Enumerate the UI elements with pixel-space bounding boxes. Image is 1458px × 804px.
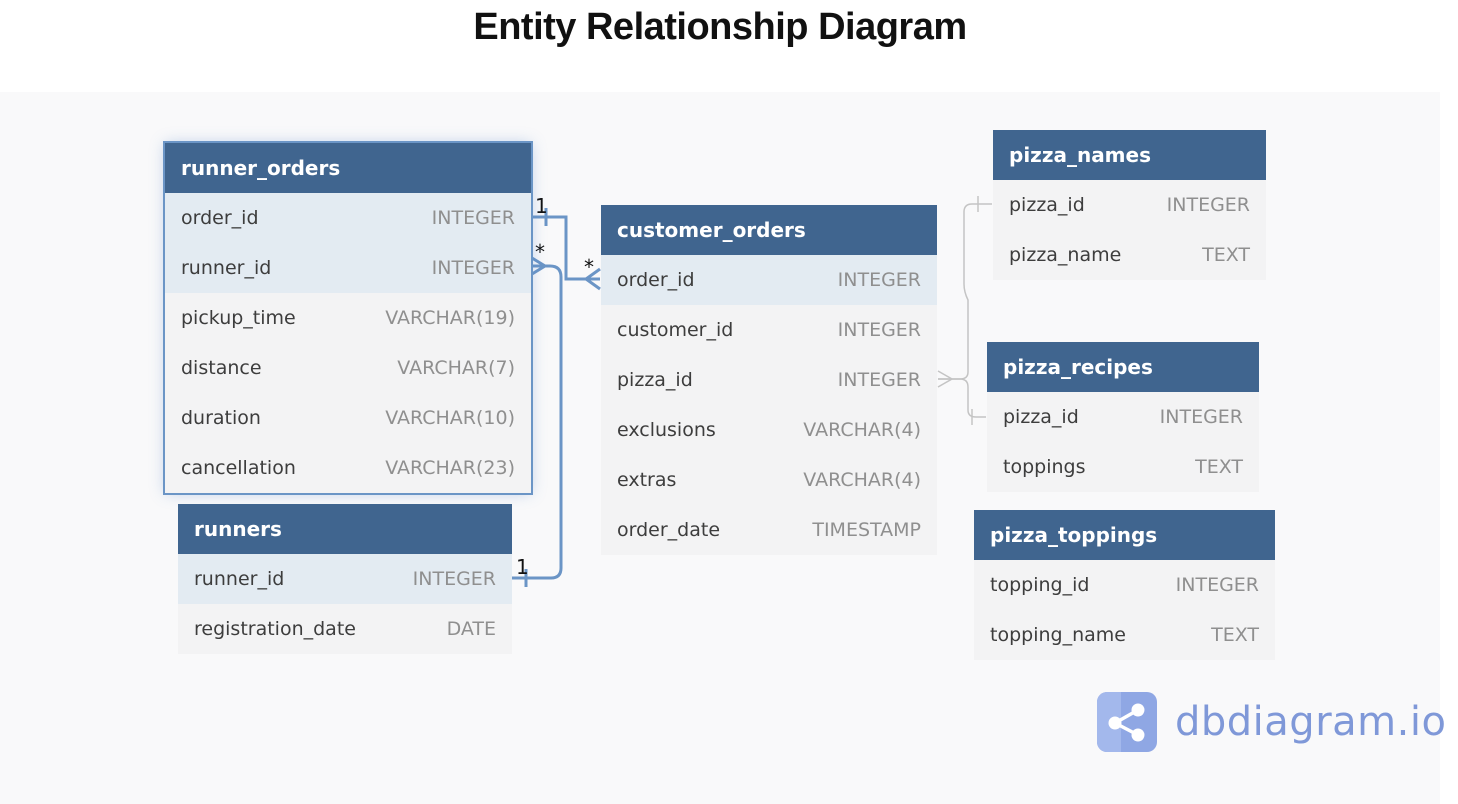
field-row-pizza-id[interactable]: pizza_id INTEGER bbox=[601, 355, 937, 405]
field-row-runner-id[interactable]: runner_id INTEGER bbox=[178, 554, 512, 604]
field-type: VARCHAR(19) bbox=[385, 307, 515, 329]
table-header[interactable]: pizza_recipes bbox=[987, 342, 1259, 392]
field-row-order-date[interactable]: order_date TIMESTAMP bbox=[601, 505, 937, 555]
field-name: exclusions bbox=[617, 419, 716, 441]
field-name: order_id bbox=[181, 207, 259, 229]
field-type: VARCHAR(10) bbox=[385, 407, 515, 429]
field-type: INTEGER bbox=[431, 207, 515, 229]
table-customer-orders[interactable]: customer_orders order_id INTEGER custome… bbox=[601, 205, 937, 555]
field-name: distance bbox=[181, 357, 262, 379]
field-name: toppings bbox=[1003, 456, 1086, 478]
field-row-duration[interactable]: duration VARCHAR(10) bbox=[165, 393, 531, 443]
field-row-exclusions[interactable]: exclusions VARCHAR(4) bbox=[601, 405, 937, 455]
table-header[interactable]: pizza_names bbox=[993, 130, 1266, 180]
field-type: INTEGER bbox=[837, 269, 921, 291]
field-type: INTEGER bbox=[837, 319, 921, 341]
logo-text: dbdiagram.io bbox=[1175, 699, 1447, 745]
field-row-pizza-id[interactable]: pizza_id INTEGER bbox=[993, 180, 1266, 230]
field-type: VARCHAR(23) bbox=[385, 457, 515, 479]
field-row-registration-date[interactable]: registration_date DATE bbox=[178, 604, 512, 654]
field-row-order-id[interactable]: order_id INTEGER bbox=[165, 193, 531, 243]
table-header[interactable]: customer_orders bbox=[601, 205, 937, 255]
cardinality-label: 1 bbox=[516, 555, 529, 579]
field-name: pizza_name bbox=[1009, 244, 1122, 266]
field-row-toppings[interactable]: toppings TEXT bbox=[987, 442, 1259, 492]
field-type: VARCHAR(4) bbox=[803, 469, 921, 491]
field-type: INTEGER bbox=[1159, 406, 1243, 428]
field-name: customer_id bbox=[617, 319, 734, 341]
field-name: registration_date bbox=[194, 618, 356, 640]
table-pizza-recipes[interactable]: pizza_recipes pizza_id INTEGER toppings … bbox=[987, 342, 1259, 492]
field-row-order-id[interactable]: order_id INTEGER bbox=[601, 255, 937, 305]
field-name: duration bbox=[181, 407, 261, 429]
field-row-runner-id[interactable]: runner_id INTEGER bbox=[165, 243, 531, 293]
field-row-customer-id[interactable]: customer_id INTEGER bbox=[601, 305, 937, 355]
field-type: INTEGER bbox=[837, 369, 921, 391]
dbdiagram-logo[interactable]: dbdiagram.io bbox=[1097, 692, 1446, 752]
field-row-pizza-name[interactable]: pizza_name TEXT bbox=[993, 230, 1266, 280]
table-pizza-toppings[interactable]: pizza_toppings topping_id INTEGER toppin… bbox=[974, 510, 1275, 660]
table-runner-orders[interactable]: runner_orders order_id INTEGER runner_id… bbox=[163, 141, 533, 495]
field-name: pizza_id bbox=[617, 369, 693, 391]
field-type: TIMESTAMP bbox=[812, 519, 921, 541]
cardinality-label: * bbox=[535, 240, 545, 264]
field-name: pizza_id bbox=[1003, 406, 1079, 428]
field-type: TEXT bbox=[1211, 624, 1259, 646]
page-title: Entity Relationship Diagram bbox=[473, 6, 967, 48]
field-type: VARCHAR(7) bbox=[397, 357, 515, 379]
field-name: cancellation bbox=[181, 457, 296, 479]
cardinality-label: * bbox=[584, 255, 594, 279]
field-row-extras[interactable]: extras VARCHAR(4) bbox=[601, 455, 937, 505]
field-name: pickup_time bbox=[181, 307, 296, 329]
field-name: order_date bbox=[617, 519, 721, 541]
field-type: INTEGER bbox=[412, 568, 496, 590]
field-row-distance[interactable]: distance VARCHAR(7) bbox=[165, 343, 531, 393]
field-type: INTEGER bbox=[1175, 574, 1259, 596]
field-type: VARCHAR(4) bbox=[803, 419, 921, 441]
table-header[interactable]: pizza_toppings bbox=[974, 510, 1275, 560]
field-name: order_id bbox=[617, 269, 695, 291]
field-name: pizza_id bbox=[1009, 194, 1085, 216]
field-type: INTEGER bbox=[431, 257, 515, 279]
field-row-cancellation[interactable]: cancellation VARCHAR(23) bbox=[165, 443, 531, 493]
field-type: INTEGER bbox=[1166, 194, 1250, 216]
cardinality-label: 1 bbox=[535, 194, 548, 218]
field-row-pickup-time[interactable]: pickup_time VARCHAR(19) bbox=[165, 293, 531, 343]
table-pizza-names[interactable]: pizza_names pizza_id INTEGER pizza_name … bbox=[993, 130, 1266, 280]
field-type: DATE bbox=[446, 618, 496, 640]
table-header[interactable]: runner_orders bbox=[165, 143, 531, 193]
field-row-topping-name[interactable]: topping_name TEXT bbox=[974, 610, 1275, 660]
field-type: TEXT bbox=[1202, 244, 1250, 266]
share-nodes-icon bbox=[1097, 692, 1157, 752]
field-name: runner_id bbox=[181, 257, 272, 279]
field-row-pizza-id[interactable]: pizza_id INTEGER bbox=[987, 392, 1259, 442]
field-name: runner_id bbox=[194, 568, 285, 590]
field-type: TEXT bbox=[1195, 456, 1243, 478]
field-name: topping_id bbox=[990, 574, 1090, 596]
field-row-topping-id[interactable]: topping_id INTEGER bbox=[974, 560, 1275, 610]
field-name: topping_name bbox=[990, 624, 1126, 646]
field-name: extras bbox=[617, 469, 677, 491]
table-runners[interactable]: runners runner_id INTEGER registration_d… bbox=[178, 504, 512, 654]
table-header[interactable]: runners bbox=[178, 504, 512, 554]
